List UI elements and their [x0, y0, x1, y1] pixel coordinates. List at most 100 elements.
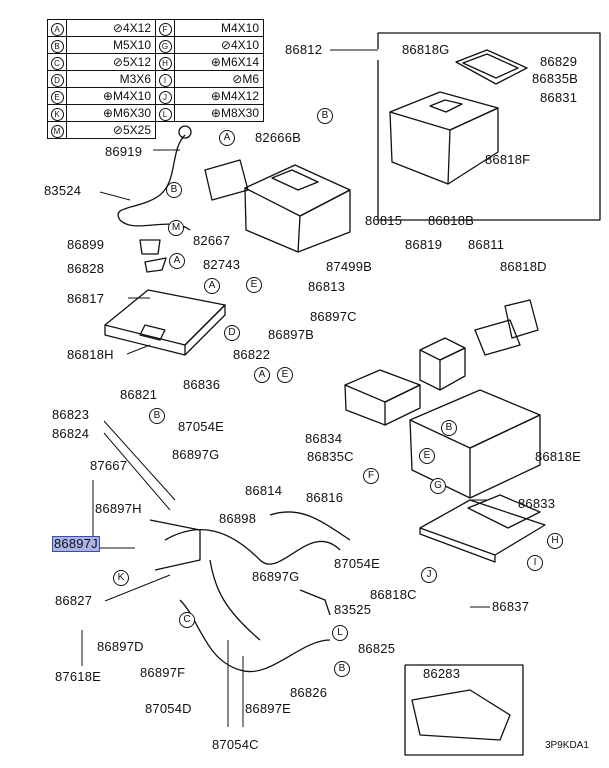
legend-key: K	[50, 107, 64, 121]
part-label[interactable]: 86818D	[500, 259, 547, 274]
part-label[interactable]: 86811	[468, 237, 505, 252]
part-label[interactable]: 86898	[219, 511, 257, 526]
part-label[interactable]: 86824	[52, 426, 90, 441]
part-label[interactable]: 82667	[193, 233, 231, 248]
callout-marker: K	[113, 570, 129, 586]
legend-value: ⊘5X12	[66, 53, 156, 71]
part-label[interactable]: 86897G	[252, 569, 300, 584]
part-label[interactable]: 86823	[52, 407, 90, 422]
callout-marker: B	[166, 182, 182, 198]
legend-key: L	[158, 107, 172, 121]
part-label[interactable]: 86813	[308, 279, 346, 294]
part-label[interactable]: 86837	[492, 599, 530, 614]
main-battery-icon	[244, 164, 351, 253]
part-label[interactable]: 86819	[405, 237, 443, 252]
part-label[interactable]: 86822	[233, 347, 271, 362]
legend-key: F	[158, 22, 172, 36]
part-label[interactable]: 86818H	[67, 347, 114, 362]
part-label[interactable]: 83525	[334, 602, 372, 617]
part-label[interactable]: 86815	[365, 213, 403, 228]
part-label[interactable]: 87054C	[212, 737, 259, 752]
legend-key: D	[50, 73, 64, 87]
part-label[interactable]: 86818F	[485, 152, 531, 167]
callout-marker: L	[332, 625, 348, 641]
plate-icon	[419, 499, 546, 563]
part-label[interactable]: 86919	[105, 144, 143, 159]
part-label[interactable]: 86814	[245, 483, 283, 498]
part-label[interactable]: 83524	[44, 183, 82, 198]
part-label[interactable]: 86821	[120, 387, 158, 402]
inset-frame-top-right	[377, 32, 601, 221]
part-label[interactable]: 86829	[540, 54, 578, 69]
part-label[interactable]: 87054E	[334, 556, 381, 571]
callout-marker: G	[430, 478, 446, 494]
part-label[interactable]: 87618E	[55, 669, 102, 684]
module-icon	[474, 319, 521, 356]
card-icon	[504, 299, 539, 339]
part-label[interactable]: 86897C	[310, 309, 357, 324]
legend-value: ⊘5X25	[66, 121, 156, 139]
part-label[interactable]: 86835C	[307, 449, 354, 464]
part-label[interactable]: 86833	[518, 496, 556, 511]
legend-value: M5X10	[66, 36, 156, 54]
part-label[interactable]: 86899	[67, 237, 105, 252]
legend-key: I	[158, 73, 172, 87]
part-label[interactable]: 86818E	[535, 449, 582, 464]
callout-marker: A	[219, 130, 235, 146]
legend-key: G	[158, 39, 172, 53]
part-label[interactable]: 87054D	[145, 701, 192, 716]
legend-value: ⊕M4X12	[174, 87, 264, 105]
legend-value: ⊕M4X10	[66, 87, 156, 105]
callout-marker: E	[277, 367, 293, 383]
callout-marker: H	[547, 533, 563, 549]
part-label[interactable]: 86835B	[532, 71, 579, 86]
lid-frame-icon	[455, 49, 528, 85]
part-label[interactable]: 86897E	[245, 701, 292, 716]
part-label[interactable]: 82666B	[255, 130, 302, 145]
part-label[interactable]: 87499B	[326, 259, 373, 274]
part-label[interactable]: 86818G	[402, 42, 450, 57]
tray-icon	[104, 289, 226, 356]
pipe-lines	[149, 511, 351, 673]
fastener-legend: A ⊘4X12 F M4X10 B M5X10 G ⊘4X10 C ⊘5X12 …	[47, 19, 264, 139]
part-label[interactable]: 86825	[358, 641, 396, 656]
box-mid-icon	[419, 337, 466, 391]
part-label[interactable]: 86816	[306, 490, 344, 505]
legend-key: H	[158, 56, 172, 70]
part-label[interactable]: 86812	[285, 42, 323, 57]
legend-value: ⊘4X12	[66, 19, 156, 37]
clip2-icon	[144, 257, 167, 273]
part-label[interactable]: 86897D	[97, 639, 144, 654]
legend-key: A	[50, 22, 64, 36]
part-label[interactable]: 86828	[67, 261, 105, 276]
part-label[interactable]: 86836	[183, 377, 221, 392]
small-battery-icon	[344, 369, 421, 426]
clip-icon	[139, 239, 161, 255]
legend-value: ⊘4X10	[174, 36, 264, 54]
part-label[interactable]: 87667	[90, 458, 128, 473]
legend-value: M3X6	[66, 70, 156, 88]
part-label[interactable]: 86897B	[268, 327, 315, 342]
callout-marker: A	[204, 278, 220, 294]
legend-key: B	[50, 39, 64, 53]
part-label[interactable]: 86818C	[370, 587, 417, 602]
part-label[interactable]: 86897F	[140, 665, 186, 680]
part-label[interactable]: 86827	[55, 593, 93, 608]
legend-value: ⊕M8X30	[174, 104, 264, 122]
part-label[interactable]: 87054E	[178, 419, 225, 434]
battery-box-icon	[389, 91, 499, 185]
harness-icon	[117, 125, 249, 231]
part-label-highlighted[interactable]: 86897J	[52, 536, 100, 552]
part-label[interactable]: 86834	[305, 431, 343, 446]
part-label[interactable]: 86897H	[95, 501, 142, 516]
part-label[interactable]: 82743	[203, 257, 241, 272]
part-label[interactable]: 86283	[423, 666, 461, 681]
part-label[interactable]: 86818B	[428, 213, 475, 228]
part-label[interactable]: 86826	[290, 685, 328, 700]
part-label[interactable]: 86897G	[172, 447, 220, 462]
legend-value: ⊘M6	[174, 70, 264, 88]
part-label[interactable]: 86817	[67, 291, 105, 306]
callout-marker: M	[168, 220, 184, 236]
part-label[interactable]: 86831	[540, 90, 578, 105]
